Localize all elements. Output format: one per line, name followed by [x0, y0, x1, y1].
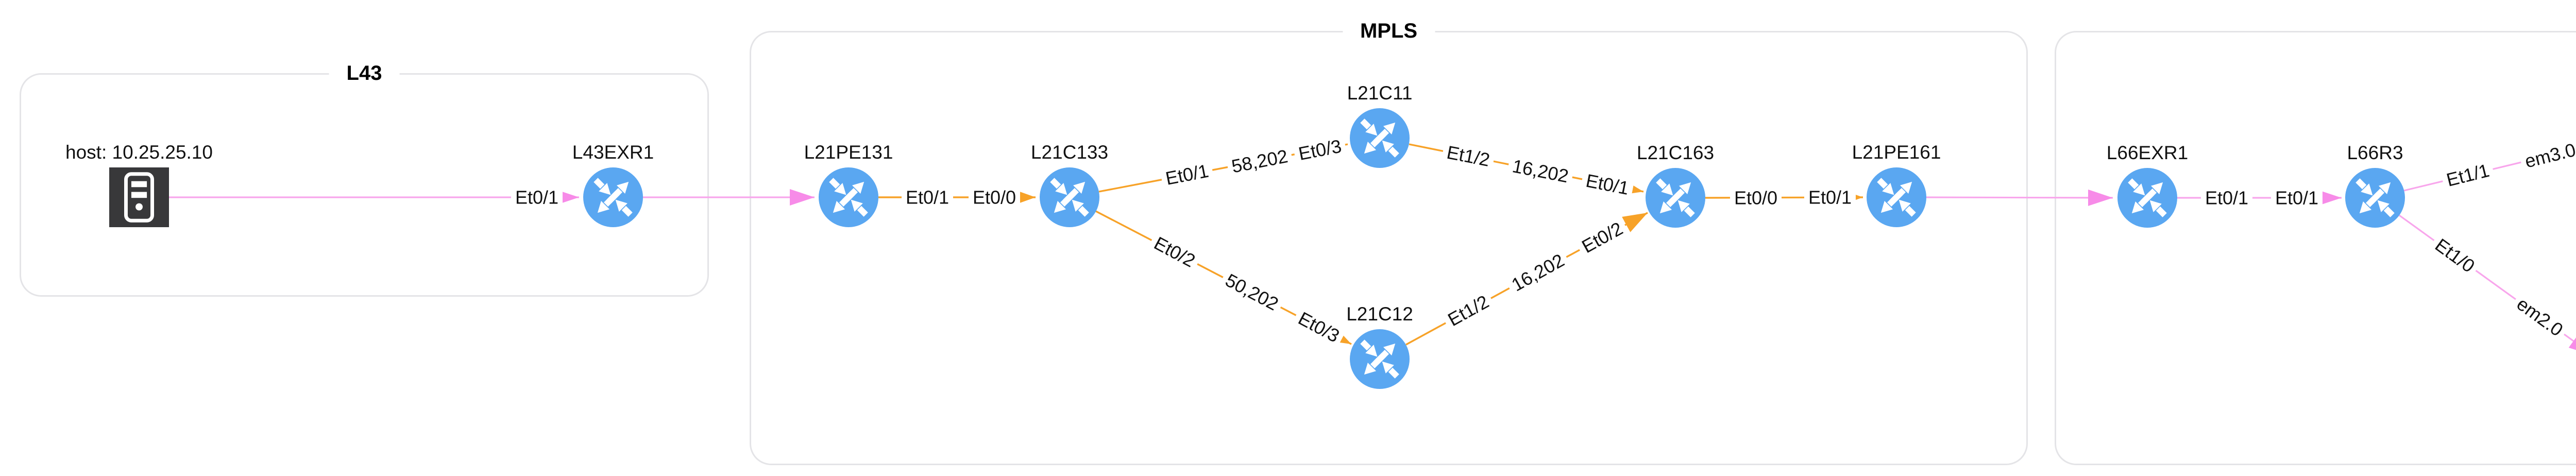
router-icon — [2345, 168, 2405, 228]
node-l21pe161[interactable]: L21PE161 — [1852, 142, 1941, 227]
node-label: L43EXR1 — [572, 142, 654, 163]
node-l21c12[interactable]: L21C12 — [1346, 304, 1413, 389]
group-box-mpls: MPLS — [750, 19, 2028, 465]
node-l21pe131[interactable]: L21PE131 — [804, 142, 893, 227]
router-icon — [1646, 168, 1705, 228]
link-label: Et0/1 — [511, 186, 563, 209]
node-l43exr1[interactable]: L43EXR1 — [572, 142, 654, 227]
node-l21c133[interactable]: L21C133 — [1031, 142, 1108, 227]
node-label: L21C163 — [1636, 142, 1715, 164]
router-icon — [2117, 168, 2177, 228]
server-icon — [109, 167, 169, 227]
node-label: L21PE161 — [1852, 142, 1941, 163]
router-icon — [819, 167, 878, 227]
group-box-66-ostrava-dc: 66 Ostrava DC — [2055, 31, 2576, 465]
link-label: Et0/1 — [1804, 186, 1856, 209]
router-icon — [1867, 167, 1926, 227]
router-icon — [1040, 167, 1099, 227]
node-l66r3[interactable]: L66R3 — [2345, 143, 2405, 228]
node-l21c163[interactable]: L21C163 — [1637, 143, 1714, 228]
link-label: Et0/0 — [1730, 186, 1782, 209]
router-icon — [1350, 108, 1410, 168]
router-icon — [1350, 329, 1410, 389]
node-label: host: 10.25.25.10 — [65, 142, 213, 163]
link-label: Et0/1 — [901, 186, 954, 209]
wire-l21pe161-l66exr1 — [1926, 189, 2113, 206]
node-l43-host[interactable]: host: 10.25.25.10 — [65, 142, 213, 227]
node-label: L21C133 — [1030, 142, 1109, 163]
group-box-l43: L43 — [20, 61, 709, 297]
link-label: Et0/1 — [2270, 186, 2323, 209]
node-l21c11[interactable]: L21C11 — [1347, 83, 1412, 168]
node-label: L21C11 — [1347, 82, 1413, 104]
link-label: Et0/0 — [968, 186, 1021, 209]
node-l66exr1[interactable]: L66EXR1 — [2107, 143, 2188, 228]
node-label: L66R3 — [2347, 142, 2403, 164]
group-title-mpls: MPLS — [1342, 19, 1435, 43]
group-title-l43: L43 — [329, 61, 400, 86]
router-icon — [583, 167, 643, 227]
node-label: L66EXR1 — [2106, 142, 2189, 164]
node-label: L21PE131 — [804, 142, 893, 163]
node-label: L21C12 — [1346, 303, 1413, 325]
link-label: Et0/1 — [2200, 186, 2253, 209]
